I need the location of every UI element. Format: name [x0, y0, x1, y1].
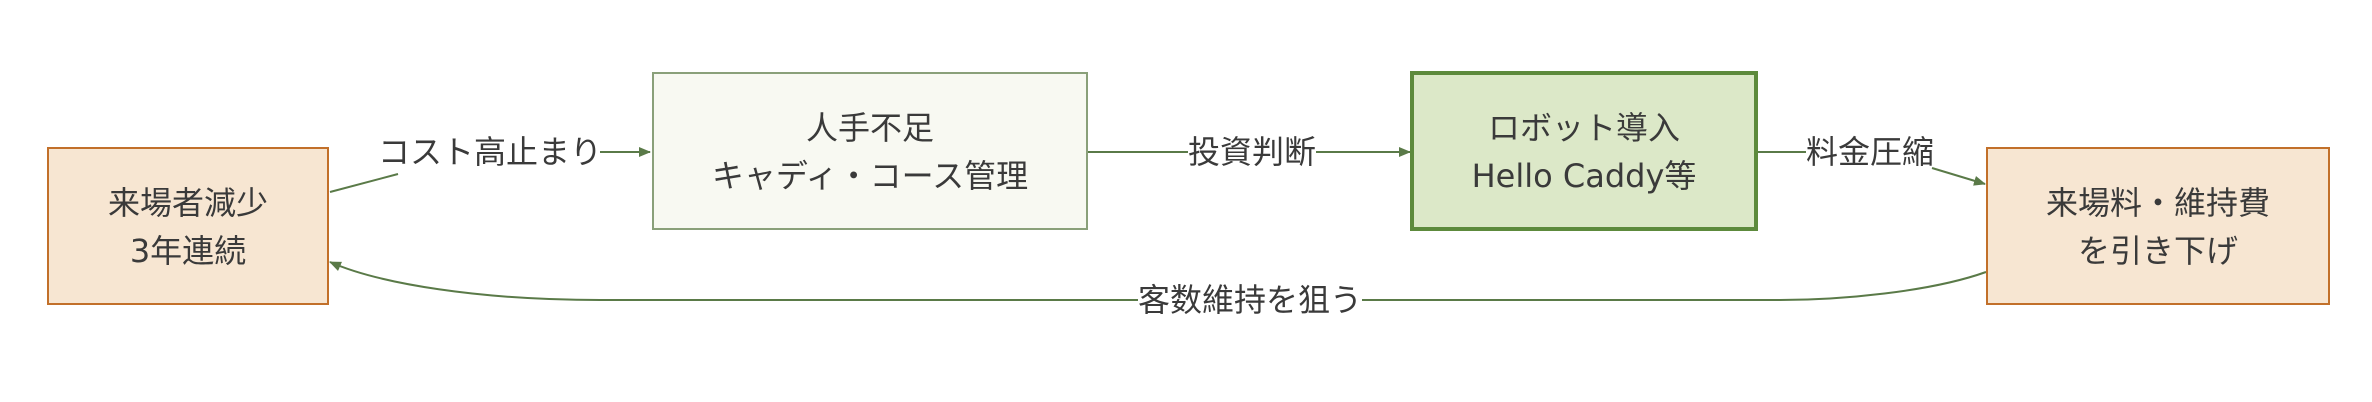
edge-label-cost-rise: コスト高止まり: [378, 133, 602, 171]
node-labor-shortage-line2: キャディ・コース管理: [712, 157, 1028, 195]
node-fee-reduction-line1: 来場料・維持費: [2046, 184, 2270, 222]
edge-label-investment: 投資判断: [1188, 133, 1316, 171]
node-labor-shortage-box: [652, 72, 1088, 230]
node-robot-adoption-line1: ロボット導入: [1488, 109, 1680, 147]
node-visitors-decline-line1: 来場者減少: [108, 184, 268, 222]
edge-customer-retention-line-a: [1362, 271, 1987, 301]
node-visitors-decline-line2: 3年連続: [130, 232, 246, 270]
node-robot-adoption: ロボット導入 Hello Caddy等: [1410, 71, 1758, 231]
node-robot-adoption-line2: Hello Caddy等: [1472, 157, 1697, 195]
edge-label-fee-compression: 料金圧縮: [1806, 133, 1934, 171]
edge-label-customer-retention: 客数維持を狙う: [1138, 281, 1362, 319]
node-labor-shortage: 人手不足 キャディ・コース管理: [652, 72, 1088, 230]
node-fee-reduction: 来場料・維持費 を引き下げ: [1986, 147, 2330, 305]
edge-cost-rise: コスト高止まり: [329, 133, 651, 193]
edge-customer-retention: 客数維持を狙う: [329, 261, 1987, 319]
node-fee-reduction-line2: を引き下げ: [2078, 232, 2238, 270]
node-labor-shortage-line1: 人手不足: [806, 109, 934, 147]
edge-cost-rise-line-a: [329, 173, 399, 193]
edge-customer-retention-line-b: [329, 261, 1138, 301]
edge-fee-compression-line-b: [1931, 167, 1986, 186]
edge-investment: 投資判断: [1088, 133, 1411, 171]
edge-fee-compression: 料金圧縮: [1756, 133, 1986, 186]
node-robot-adoption-box: [1410, 71, 1758, 231]
node-fee-reduction-box: [1986, 147, 2330, 305]
node-visitors-decline: 来場者減少 3年連続: [47, 147, 329, 305]
node-visitors-decline-box: [47, 147, 329, 305]
